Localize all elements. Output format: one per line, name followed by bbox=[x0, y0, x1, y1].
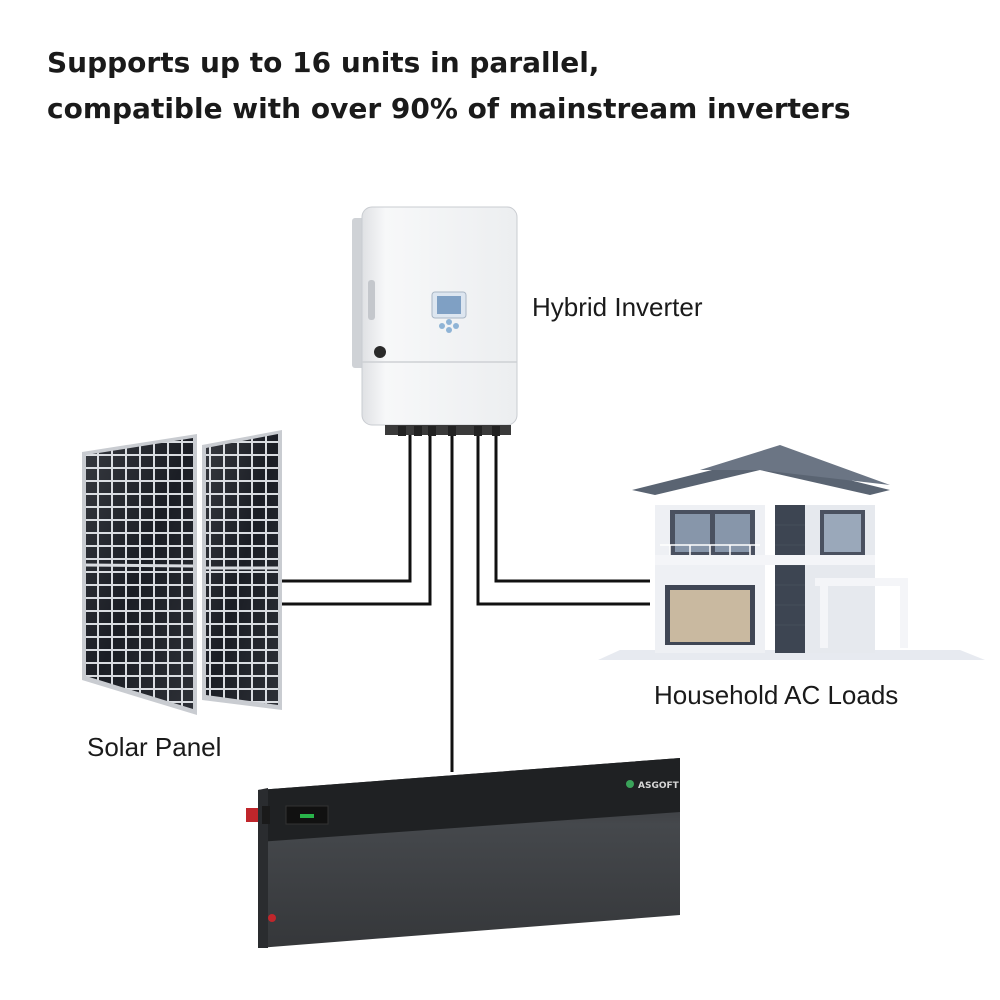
wire-loads-lower bbox=[476, 432, 650, 606]
headline: Supports up to 16 units in parallel, com… bbox=[47, 40, 967, 132]
wire-solar-upper bbox=[282, 432, 412, 583]
brand-logo-icon bbox=[626, 780, 634, 788]
battery-positive-terminal bbox=[246, 808, 258, 822]
battery-brand: ASGOFT bbox=[638, 781, 680, 791]
headline-line-1: Supports up to 16 units in parallel, bbox=[47, 46, 600, 79]
solar-panel-left bbox=[82, 434, 197, 715]
battery-module: ASGOFT bbox=[246, 758, 680, 948]
wire-loads-upper bbox=[494, 432, 650, 583]
hybrid-inverter bbox=[352, 206, 518, 436]
battery-power-button bbox=[268, 914, 276, 922]
inverter-switch-icon bbox=[374, 346, 386, 358]
solar-panel-right bbox=[202, 430, 282, 710]
label-household-ac-loads: Household AC Loads bbox=[654, 680, 899, 710]
house bbox=[598, 445, 985, 660]
wiring bbox=[282, 432, 650, 772]
label-solar-panel: Solar Panel bbox=[87, 732, 222, 762]
label-hybrid-inverter: Hybrid Inverter bbox=[532, 292, 703, 322]
headline-line-2: compatible with over 90% of mainstream i… bbox=[47, 92, 851, 125]
solar-panels bbox=[82, 430, 282, 715]
wire-solar-lower bbox=[282, 432, 432, 606]
